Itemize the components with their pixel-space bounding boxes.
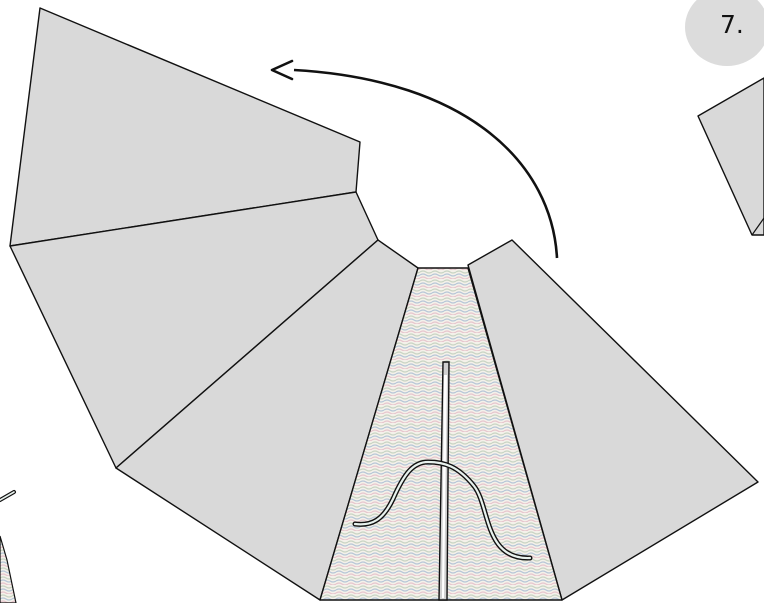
step-number: 7.	[720, 12, 744, 37]
partial-panel-right-edge	[698, 78, 764, 235]
partial-striped-piece-left-edge	[0, 536, 16, 603]
arrow-head-icon	[272, 61, 292, 79]
partial-ribbon-left-edge-fill	[0, 492, 14, 500]
